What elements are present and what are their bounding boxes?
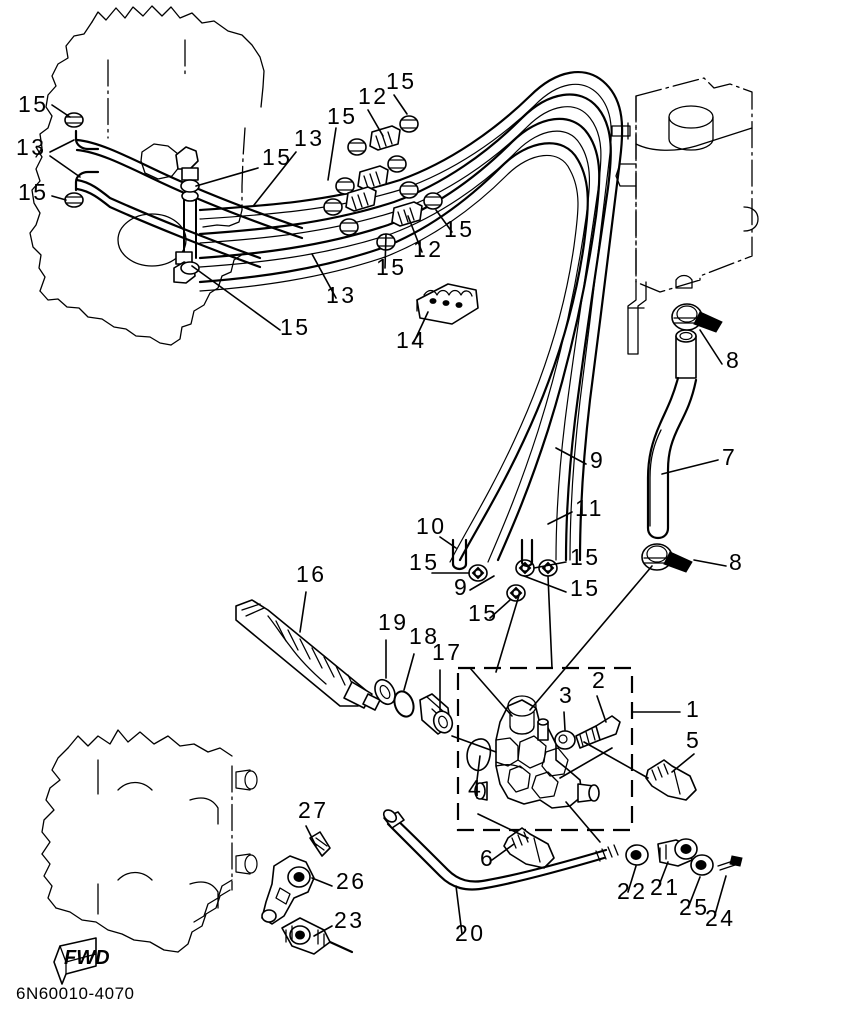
bolt-part2 bbox=[575, 715, 621, 749]
washer-part19 bbox=[374, 678, 396, 706]
hose-clamp-part8-lower bbox=[641, 543, 693, 573]
callout-12: 12 bbox=[413, 236, 444, 262]
gasket-washer-part22 bbox=[625, 844, 649, 866]
oil-supply-hose-part7 bbox=[646, 329, 698, 540]
hose-ends-lower-clamps bbox=[451, 538, 558, 602]
callout-24: 24 bbox=[705, 905, 736, 931]
o-ring-part18 bbox=[393, 690, 415, 718]
hose-holder-clip-part14 bbox=[416, 283, 479, 325]
callout-11: 11 bbox=[575, 495, 604, 521]
callout-15: 15 bbox=[570, 575, 601, 601]
callout-27: 27 bbox=[298, 797, 329, 823]
callout-22: 22 bbox=[617, 878, 648, 904]
pin-part27 bbox=[309, 831, 331, 857]
callout-16: 16 bbox=[296, 561, 327, 587]
hose-manifold-column bbox=[64, 112, 200, 284]
engine-block-lower-outline bbox=[41, 729, 258, 953]
callout-15: 15 bbox=[376, 254, 407, 280]
washer-part25 bbox=[690, 854, 714, 876]
callout-15: 15 bbox=[262, 144, 293, 170]
callout-13: 13 bbox=[326, 282, 357, 308]
callout-15: 15 bbox=[327, 103, 358, 129]
oil-pump-body bbox=[474, 695, 600, 809]
callout-15: 15 bbox=[386, 68, 417, 94]
callout-9: 9 bbox=[454, 574, 469, 600]
callout-numbers: 15 13 15 15 15 13 15 12 15 13 15 12 15 1… bbox=[16, 68, 744, 946]
callout-21: 21 bbox=[650, 874, 681, 900]
clamp-15-a bbox=[468, 564, 488, 582]
callout-5: 5 bbox=[686, 727, 701, 753]
callout-26: 26 bbox=[336, 868, 367, 894]
callout-18: 18 bbox=[409, 623, 440, 649]
callout-15: 15 bbox=[409, 549, 440, 575]
callout-10: 10 bbox=[416, 513, 447, 539]
callout-3: 3 bbox=[559, 682, 574, 708]
clamp-15-b bbox=[506, 584, 526, 602]
callout-25: 25 bbox=[679, 894, 710, 920]
callout-12: 12 bbox=[358, 83, 389, 109]
assembly-group-box-part1 bbox=[456, 666, 634, 832]
callout-19: 19 bbox=[378, 609, 409, 635]
union-joint-part5 bbox=[645, 759, 697, 801]
fwd-direction-marker: FWD bbox=[53, 937, 110, 985]
cotter-pin-part24 bbox=[717, 855, 743, 871]
callout-17: 17 bbox=[432, 639, 463, 665]
clamp-15-d bbox=[538, 559, 558, 577]
callout-8: 8 bbox=[729, 549, 744, 575]
callout-15: 15 bbox=[468, 600, 499, 626]
adjusting-rod-part23 bbox=[281, 917, 354, 955]
callout-1: 1 bbox=[686, 696, 701, 722]
callout-2: 2 bbox=[592, 667, 607, 693]
callout-9: 9 bbox=[590, 447, 605, 473]
union-joint-part6 bbox=[503, 827, 555, 869]
callout-15: 15 bbox=[444, 216, 475, 242]
callout-15: 15 bbox=[570, 544, 601, 570]
pump-control-lever-part26 bbox=[261, 855, 315, 925]
callout-23: 23 bbox=[334, 907, 365, 933]
callout-13: 13 bbox=[294, 125, 325, 151]
callout-15: 15 bbox=[18, 179, 49, 205]
oil-feed-pipe-part20 bbox=[382, 809, 619, 891]
callout-13: 13 bbox=[16, 134, 47, 160]
hose-connectors-and-clamps bbox=[323, 115, 443, 251]
callout-6: 6 bbox=[480, 845, 495, 871]
callout-7: 7 bbox=[722, 444, 737, 470]
part-number-label: 6N60010-4070 bbox=[16, 984, 135, 1003]
callout-20: 20 bbox=[455, 920, 486, 946]
callout-14: 14 bbox=[396, 327, 427, 353]
leader-lines bbox=[49, 94, 727, 937]
oil-pump-drive-shaft-part16 bbox=[235, 599, 381, 711]
callout-8: 8 bbox=[726, 347, 741, 373]
hose-clamp-part8-upper bbox=[671, 303, 723, 333]
callout-15: 15 bbox=[18, 91, 49, 117]
drive-coupling-part17 bbox=[419, 693, 454, 735]
fwd-label: FWD bbox=[64, 947, 110, 969]
gasket-part4 bbox=[466, 738, 492, 772]
oil-reservoir-tank-outline bbox=[611, 77, 759, 355]
engine-block-upper-outline bbox=[29, 5, 265, 346]
washer-part3 bbox=[554, 730, 576, 750]
callout-4: 4 bbox=[468, 775, 483, 801]
callout-15: 15 bbox=[280, 314, 311, 340]
